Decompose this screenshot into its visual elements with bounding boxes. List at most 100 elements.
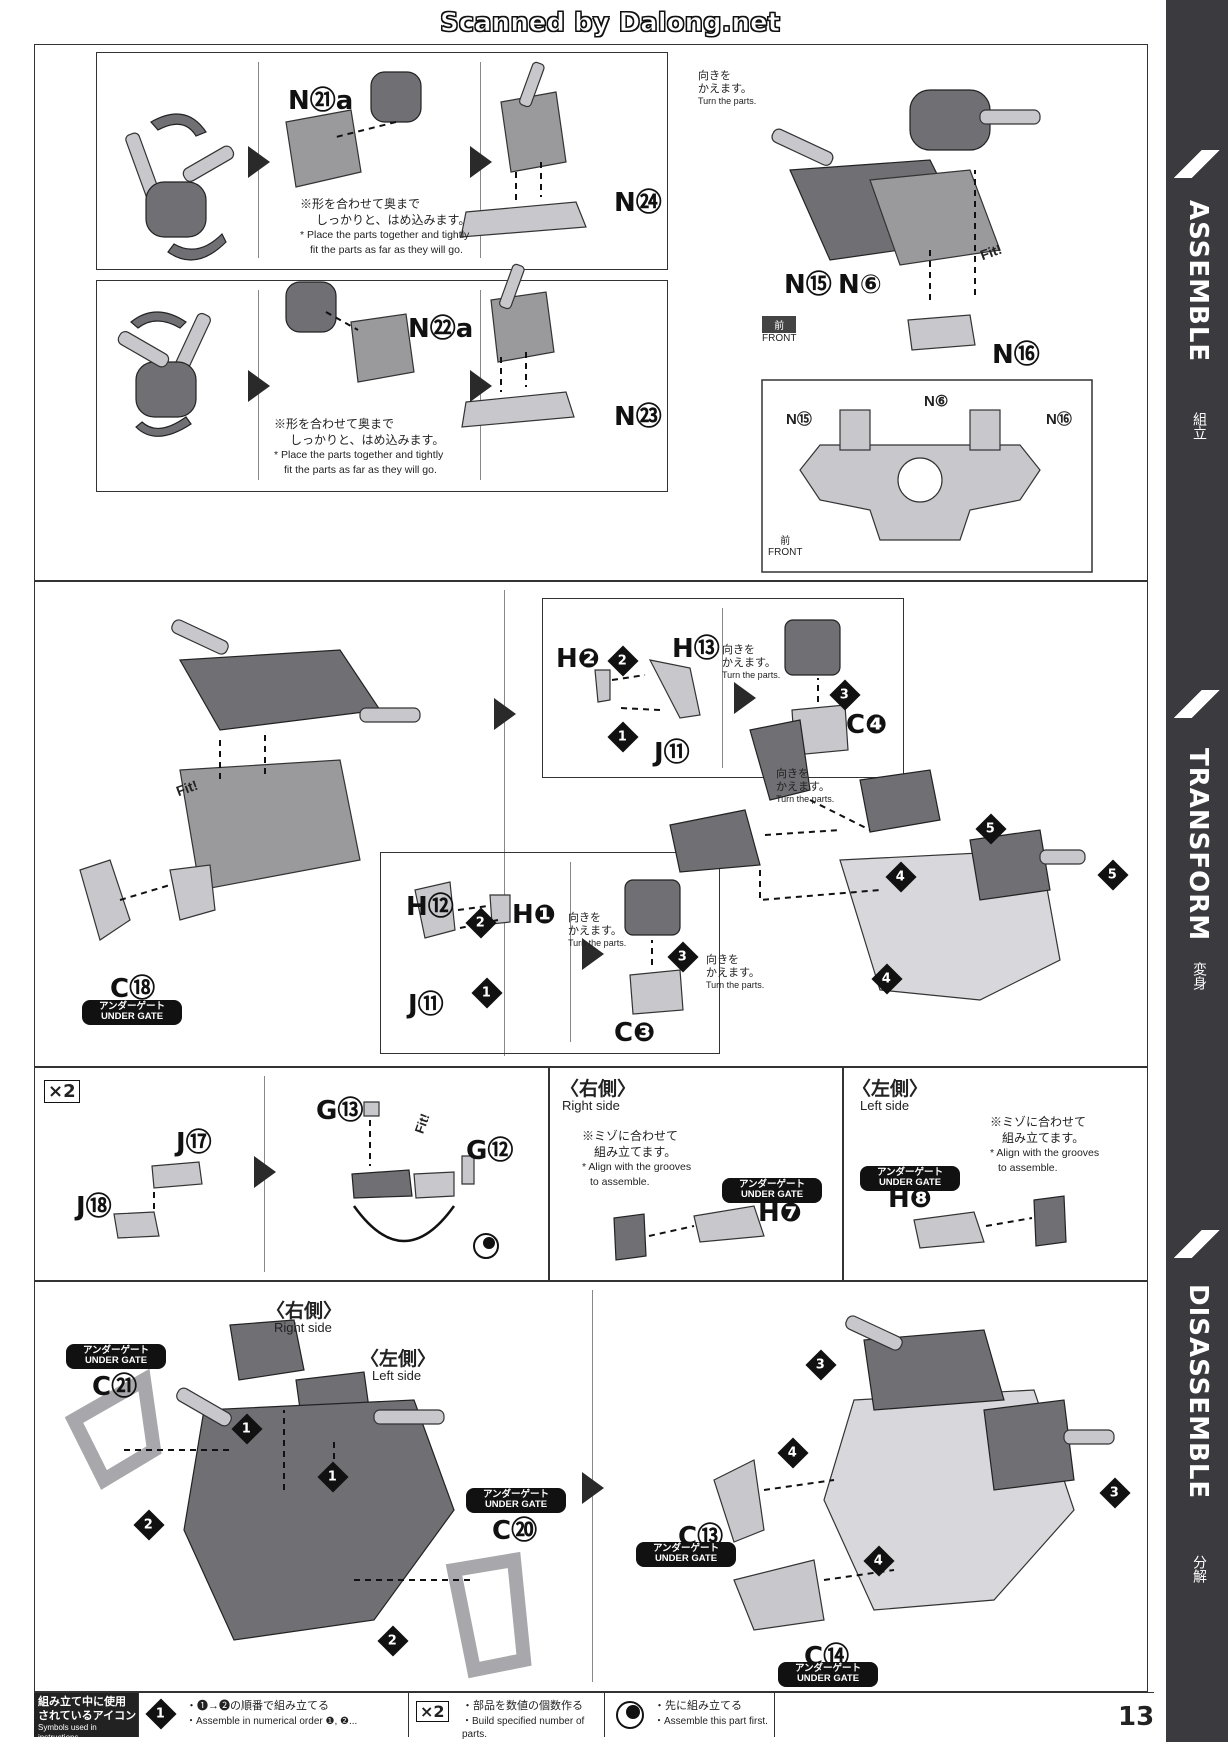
part-label-h2: H❷ xyxy=(556,644,600,674)
section-1-frame xyxy=(34,44,1148,582)
section-2-frame xyxy=(34,580,1148,1068)
icon-legend: 組み立て中に使用 されているアイコン Symbols used in instr… xyxy=(34,1692,1154,1742)
step-arrow-icon xyxy=(254,1156,276,1188)
legend-x2: ×2 ・部品を数値の個数作る ・Build specified number o… xyxy=(408,1693,605,1740)
step-1-icon: 1 xyxy=(145,1698,177,1730)
turn-parts-ja: かえます。 xyxy=(698,83,752,96)
turn-parts-en: Turn the parts. xyxy=(706,980,765,991)
legend-x2-ja: ・部品を数値の個数作る xyxy=(462,1700,583,1712)
turn-parts-en: Turn the parts. xyxy=(776,794,835,805)
page-number: 13 xyxy=(1118,1702,1155,1732)
part-label-n16: N⑯ xyxy=(992,340,1040,370)
part-label-n24: N㉔ xyxy=(614,188,662,218)
legend-title-en: Symbols used in instructions xyxy=(38,1723,97,1743)
turn-parts-en: Turn the parts. xyxy=(568,938,627,949)
legend-title: 組み立て中に使用 されているアイコン Symbols used in instr… xyxy=(34,1693,139,1742)
section-3-illustrations xyxy=(113,1101,1067,1261)
part-label-n22a: N㉒a xyxy=(408,314,474,344)
right-side-label: Right side xyxy=(562,1098,620,1113)
turn-parts-ja: 向きを xyxy=(568,912,601,924)
part-label-g12: G⑫ xyxy=(466,1136,514,1166)
fit-note-en: * Place the parts together and tightly xyxy=(274,449,444,462)
panel-n22 xyxy=(96,280,668,492)
sidebar-assemble: ASSEMBLE xyxy=(1183,200,1213,363)
sidebar-assemble-ja: 組立 xyxy=(1192,412,1208,440)
turn-parts-note: 向きを かえます。 Turn the parts. xyxy=(722,644,780,681)
panel-h12-h1 xyxy=(380,852,720,1054)
part-label-c20: C⑳ xyxy=(492,1516,538,1546)
turn-parts-note: 向きを かえます。 Turn the parts. xyxy=(706,954,764,991)
sidebar-disassemble-ja: 分解 xyxy=(1192,1555,1208,1583)
step-number: 2 xyxy=(388,1633,398,1649)
under-gate-ja: アンダーゲート xyxy=(652,1543,720,1554)
fit-note-en: fit the parts as far as they will go. xyxy=(284,463,437,476)
legend-title-ja: 組み立て中に使用 xyxy=(38,1696,126,1708)
left-side-heading: 〈左側〉 xyxy=(360,1349,437,1370)
part-label-n21a: N㉑a xyxy=(288,86,354,116)
divider xyxy=(842,1066,844,1280)
legend-numbered: 1 ・❶→❷の順番で組み立てる ・Assemble in numerical o… xyxy=(138,1693,409,1737)
groove-note-ja: ※ミゾに合わせて xyxy=(990,1115,1087,1129)
legend-x2-en: ・Build specified number of parts. xyxy=(462,1716,585,1740)
legend-numbered-en: ・Assemble in numerical order ❶, ❷... xyxy=(186,1716,358,1727)
groove-note: ※ミゾに合わせて 組み立てます。 * Align with the groove… xyxy=(990,1114,1099,1175)
step-arrow-icon xyxy=(470,370,492,402)
groove-note: ※ミゾに合わせて 組み立てます。 * Align with the groove… xyxy=(582,1128,691,1189)
step-number: 1 xyxy=(618,729,628,745)
part-label-h8: H❽ xyxy=(888,1184,932,1214)
section-3-frame xyxy=(34,1066,1148,1282)
plan-label-n6: N⑥ xyxy=(924,393,949,410)
part-label-j11: J⑪ xyxy=(654,738,690,768)
under-gate-en: UNDER GATE xyxy=(84,1355,148,1367)
panel-n21 xyxy=(96,52,668,270)
step-arrow-icon xyxy=(248,146,270,178)
legend-title-ja: されているアイコン xyxy=(38,1710,137,1722)
part-label-j18: J⑱ xyxy=(76,1192,112,1222)
part-label-h1: H❶ xyxy=(512,900,556,930)
fit-note-ja: しっかりと、はめ込みます。 xyxy=(290,433,445,448)
front-ja: 前 xyxy=(762,316,797,333)
turn-parts-ja: かえます。 xyxy=(776,781,830,794)
under-gate-ja: アンダーゲート xyxy=(876,1167,944,1178)
right-side-label: Right side xyxy=(274,1320,332,1335)
step-number: 4 xyxy=(896,869,906,885)
under-gate-en: UNDER GATE xyxy=(100,1011,164,1023)
divider xyxy=(548,1066,550,1280)
x2-icon: ×2 xyxy=(44,1080,80,1103)
front-ja: 前 xyxy=(780,536,791,547)
sidebar-stripe xyxy=(1166,690,1228,718)
turn-parts-ja: かえます。 xyxy=(722,657,776,670)
step-number: 2 xyxy=(618,653,628,669)
step-number: 1 xyxy=(156,1706,166,1722)
step-number: 5 xyxy=(1108,867,1118,883)
divider xyxy=(722,608,723,768)
under-gate-ja: アンダーゲート xyxy=(794,1663,862,1674)
step-number: 4 xyxy=(882,971,892,987)
step-arrow-icon xyxy=(582,938,604,970)
groove-note-en: to assemble. xyxy=(998,1161,1058,1174)
under-gate-ja: アンダーゲート xyxy=(482,1489,550,1500)
groove-note-ja: ※ミゾに合わせて xyxy=(582,1129,679,1143)
step-arrow-icon xyxy=(734,682,756,714)
part-label-h12: H⑫ xyxy=(406,892,454,922)
turn-parts-en: Turn the parts. xyxy=(698,96,757,107)
section-2-illustrations xyxy=(79,619,1086,1015)
fit-note-en: fit the parts as far as they will go. xyxy=(310,243,463,256)
sidebar-disassemble: DISASSEMBLE xyxy=(1183,1284,1213,1500)
fit-note-ja: ※形を合わせて奥まで xyxy=(300,197,421,211)
under-gate-en: UNDER GATE xyxy=(484,1499,548,1511)
step-arrow-icon xyxy=(582,1472,604,1504)
scan-watermark: Scanned by Dalong.net xyxy=(439,8,781,39)
step-number: 3 xyxy=(840,687,850,703)
left-side-heading: 〈左側〉 xyxy=(852,1079,929,1100)
fit-note: ※形を合わせて奥まで しっかりと、はめ込みます。 * Place the par… xyxy=(300,196,470,257)
front-indicator: 前 FRONT xyxy=(768,532,802,558)
left-side-label: Left side xyxy=(860,1098,910,1113)
step-number: 1 xyxy=(242,1421,252,1437)
